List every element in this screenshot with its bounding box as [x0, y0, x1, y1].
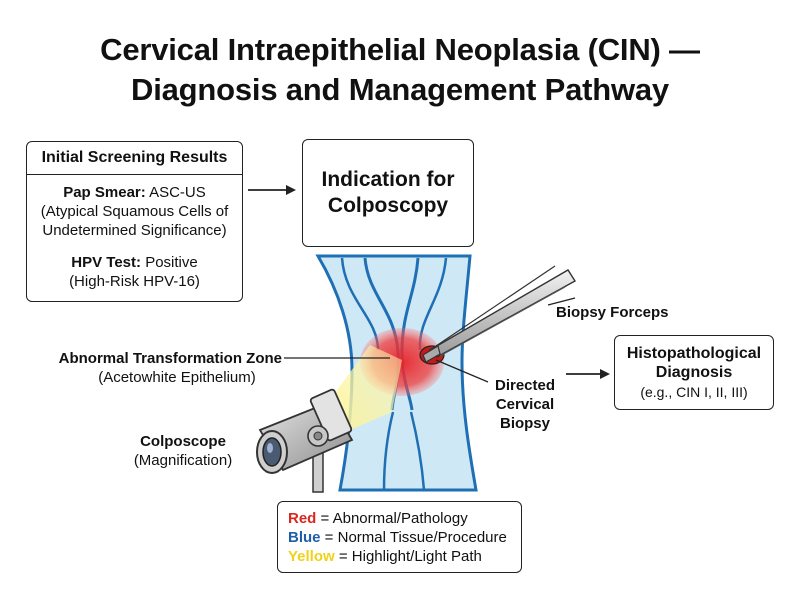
- legend-key-red: Red: [288, 510, 317, 527]
- legend-key-yellow: Yellow: [288, 548, 335, 565]
- indication-line-1: Indication for: [321, 168, 455, 191]
- atz-label: Abnormal Transformation Zone (Acetowhite…: [44, 349, 282, 387]
- page-title: Cervical Intraepithelial Neoplasia (CIN)…: [0, 30, 800, 110]
- colposcope-device: [256, 388, 354, 493]
- indication-box: Indication for Colposcopy: [302, 139, 474, 247]
- histo-line-1: Histopathological: [626, 345, 762, 362]
- legend-row-yellow: Yellow = Highlight/Light Path: [288, 547, 521, 566]
- pap-desc-2: Undetermined Significance): [42, 222, 227, 239]
- hpv-desc: (High-Risk HPV-16): [69, 273, 200, 290]
- atz-sub: (Acetowhite Epithelium): [98, 369, 256, 386]
- legend-desc-yellow: = Highlight/Light Path: [334, 548, 482, 565]
- light-beam: [330, 345, 402, 430]
- pap-value: ASC-US: [149, 184, 206, 201]
- pap-line: Pap Smear: ASC-US: [27, 183, 242, 202]
- legend-row-blue: Blue = Normal Tissue/Procedure: [288, 528, 521, 547]
- colposcope-title: Colposcope: [140, 433, 226, 450]
- legend-key-blue: Blue: [288, 529, 321, 546]
- legend-row-red: Red = Abnormal/Pathology: [288, 509, 521, 528]
- histopathology-box: Histopathological Diagnosis (e.g., CIN I…: [614, 335, 774, 410]
- histo-line-2: Diagnosis: [655, 364, 733, 381]
- legend-desc-red: = Abnormal/Pathology: [316, 510, 468, 527]
- screening-header: Initial Screening Results: [27, 142, 242, 175]
- biopsy-line-3: Biopsy: [499, 415, 550, 432]
- screening-results-box: Initial Screening Results Pap Smear: ASC…: [26, 141, 243, 302]
- hpv-label: HPV Test:: [71, 254, 142, 271]
- legend-desc-blue: = Normal Tissue/Procedure: [320, 529, 507, 546]
- leader-biopsy: [435, 359, 489, 383]
- leader-forceps: [547, 297, 576, 306]
- indication-line-2: Colposcopy: [327, 194, 449, 217]
- pap-desc-1: (Atypical Squamous Cells of: [40, 203, 229, 220]
- hpv-line: HPV Test: Positive: [27, 253, 242, 272]
- title-line-1: Cervical Intraepithelial Neoplasia (CIN)…: [100, 32, 700, 67]
- forceps-label: Biopsy Forceps: [556, 303, 669, 322]
- title-line-2: Diagnosis and Management Pathway: [131, 72, 669, 107]
- biopsy-label: Directed Cervical Biopsy: [490, 376, 560, 433]
- arrow-screening-to-indication: [248, 185, 296, 195]
- biopsy-forceps: [422, 265, 576, 363]
- pap-label: Pap Smear:: [63, 184, 146, 201]
- colposcope-label: Colposcope (Magnification): [128, 432, 238, 470]
- biopsy-line-2: Cervical: [495, 396, 555, 413]
- colposcope-sub: (Magnification): [133, 452, 233, 469]
- color-legend: Red = Abnormal/Pathology Blue = Normal T…: [277, 501, 522, 573]
- histo-line-3: (e.g., CIN I, II, III): [640, 384, 748, 400]
- biopsy-line-1: Directed: [494, 377, 556, 394]
- forceps-label-text: Biopsy Forceps: [556, 304, 669, 321]
- arrow-biopsy-to-histo: [566, 369, 610, 379]
- screening-body: Pap Smear: ASC-US (Atypical Squamous Cel…: [27, 175, 242, 291]
- lower-canal: [382, 411, 426, 491]
- hpv-value: Positive: [145, 254, 198, 271]
- atz-title: Abnormal Transformation Zone: [58, 350, 282, 367]
